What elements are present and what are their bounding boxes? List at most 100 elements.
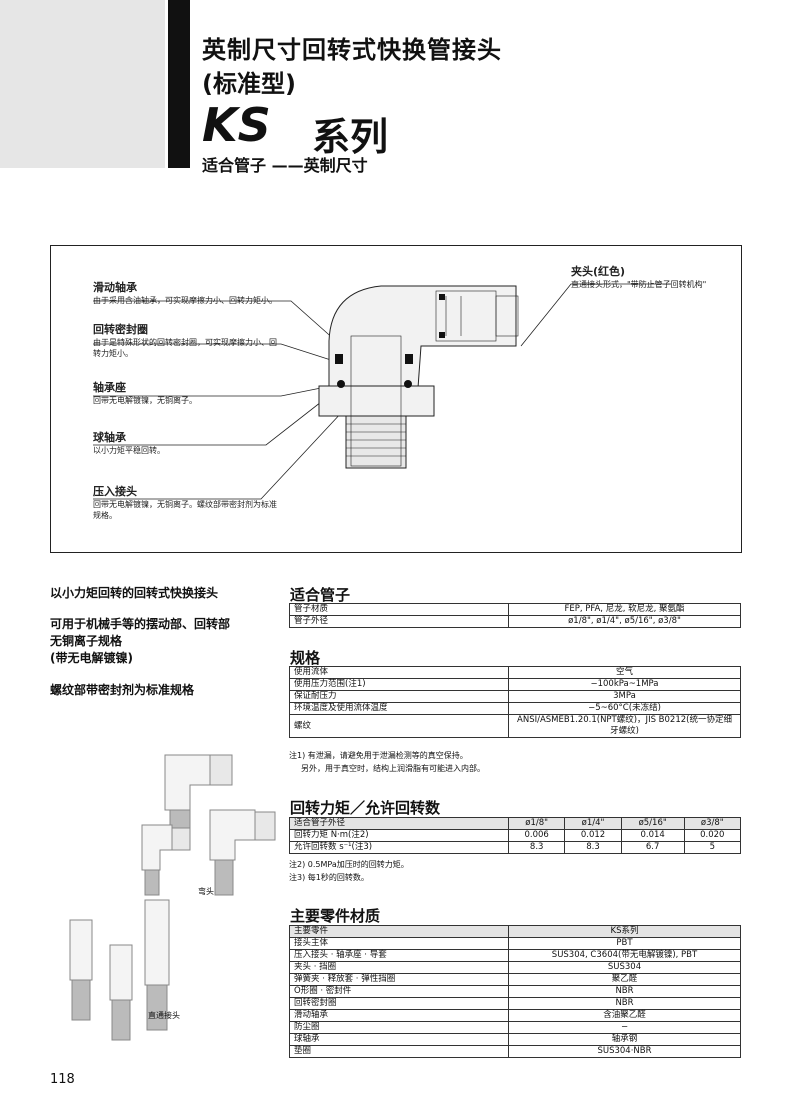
series-word: 系列 xyxy=(312,115,389,159)
torque-title: 回转力矩／允许回转数 xyxy=(290,799,441,817)
header-gray-block xyxy=(0,0,165,168)
material-value: SUS304·NBR xyxy=(508,1045,741,1058)
torque-value: 0.020 xyxy=(683,829,742,842)
series-code: KS xyxy=(202,98,271,152)
specs-note-1: 注1) 有泄漏，请避免用于泄漏检测等的真空保持。 xyxy=(289,751,468,760)
materials-header-cell: KS系列 xyxy=(508,925,741,938)
page-subtitle: 适合管子 ——英制尺寸 xyxy=(202,156,368,175)
feature-5: 螺纹部带密封剂为标准规格 xyxy=(50,683,195,697)
callout-bearing-seat: 轴承座 回带无电解镀镍，无铜离子。 xyxy=(93,381,197,405)
tube-label-material: 管子材质 xyxy=(289,603,509,616)
tube-table: 管子材质 FEP, PFA, 尼龙, 软尼龙, 聚氨酯 管子外径 ø1/8", … xyxy=(289,603,741,628)
material-value: NBR xyxy=(508,997,741,1010)
specs-note-2: 另外，用于真空时，结构上润滑脂有可能进入内部。 xyxy=(301,764,485,773)
torque-value: 0.014 xyxy=(620,829,685,842)
material-value: SUS304, C3604(带无电解镀镍), PBT xyxy=(508,949,741,962)
specs-title: 规格 xyxy=(290,649,321,667)
table-row: 球轴承轴承钢 xyxy=(289,1033,741,1046)
callout-sliding-bearing: 滑动轴承 由于采用含油轴承，可实现摩擦力小、回转力矩小。 xyxy=(93,281,277,305)
spec-label: 螺纹 xyxy=(289,714,509,738)
table-row: 弹簧夹 · 释放套 · 弹性挡圈聚乙醛 xyxy=(289,973,741,986)
callout-press-fit: 压入接头 回带无电解镀镍，无铜离子。螺纹部带密封剂为标准规格。 xyxy=(93,485,277,520)
torque-header-cell: ø5/16" xyxy=(620,817,685,830)
feature-2: 可用于机械手等的摆动部、回转部 xyxy=(50,617,231,631)
torque-header-cell: ø1/8" xyxy=(507,817,566,830)
tube-label-od: 管子外径 xyxy=(289,615,509,628)
spec-value: −5~60°C(未冻结) xyxy=(508,702,741,715)
torque-header-cell: ø3/8" xyxy=(683,817,742,830)
spec-value: ANSI/ASMEB1.20.1(NPT螺纹)，JIS B0212(统一协定细牙… xyxy=(508,714,741,738)
material-part: 接头主体 xyxy=(289,937,509,950)
table-row: 使用压力范围(注1)−100kPa~1MPa xyxy=(289,678,741,691)
table-row: 滑动轴承含油聚乙醛 xyxy=(289,1009,741,1022)
spec-value: 3MPa xyxy=(508,690,741,703)
torque-value: 6.7 xyxy=(620,841,685,854)
torque-value: 0.006 xyxy=(507,829,566,842)
table-row: 允许回转数 s⁻¹(注3) 8.3 8.3 6.7 5 xyxy=(289,841,742,854)
table-row: 防尘圈− xyxy=(289,1021,741,1034)
callout-rotary-seal: 回转密封圈 由于是特殊形状的回转密封圈，可实现摩擦力小、回转力矩小。 xyxy=(93,323,277,358)
spec-label: 环境温度及使用流体温度 xyxy=(289,702,509,715)
table-row: 使用流体空气 xyxy=(289,666,741,679)
tube-title: 适合管子 xyxy=(290,586,351,604)
feature-3: 无铜离子规格 xyxy=(50,634,123,648)
elbow-caption: 弯头 xyxy=(198,887,214,896)
tube-value-material: FEP, PFA, 尼龙, 软尼龙, 聚氨酯 xyxy=(508,603,741,616)
page-title-sub: (标准型) xyxy=(202,70,296,98)
material-part: 弹簧夹 · 释放套 · 弹性挡圈 xyxy=(289,973,509,986)
materials-header-cell: 主要零件 xyxy=(289,925,509,938)
table-header-row: 适合管子外径 ø1/8" ø1/4" ø5/16" ø3/8" xyxy=(289,817,742,830)
spec-value: 空气 xyxy=(508,666,741,679)
torque-table: 适合管子外径 ø1/8" ø1/4" ø5/16" ø3/8" 回转力矩 N·m… xyxy=(289,817,742,854)
material-part: 球轴承 xyxy=(289,1033,509,1046)
torque-label: 允许回转数 s⁻¹(注3) xyxy=(289,841,509,854)
torque-value: 0.012 xyxy=(564,829,622,842)
table-row: 管子材质 FEP, PFA, 尼龙, 软尼龙, 聚氨酯 xyxy=(289,603,741,616)
torque-value: 5 xyxy=(683,841,742,854)
table-row: 管子外径 ø1/8", ø1/4", ø5/16", ø3/8" xyxy=(289,615,741,628)
table-row: 环境温度及使用流体温度−5~60°C(未冻结) xyxy=(289,702,741,715)
torque-value: 8.3 xyxy=(507,841,566,854)
fitting-section-drawing xyxy=(93,283,671,500)
torque-label: 回转力矩 N·m(注2) xyxy=(289,829,509,842)
materials-title: 主要零件材质 xyxy=(290,907,381,925)
torque-value: 8.3 xyxy=(564,841,622,854)
torque-header-cell: ø1/4" xyxy=(564,817,622,830)
material-part: 夹头 · 挡圈 xyxy=(289,961,509,974)
table-row: 回转力矩 N·m(注2) 0.006 0.012 0.014 0.020 xyxy=(289,829,742,842)
material-value: NBR xyxy=(508,985,741,998)
material-value: 聚乙醛 xyxy=(508,973,741,986)
material-value: − xyxy=(508,1021,741,1034)
cross-section-diagram: 滑动轴承 由于采用含油轴承，可实现摩擦力小、回转力矩小。 回转密封圈 由于是特殊… xyxy=(50,245,742,553)
feature-1: 以小力矩回转的回转式快换接头 xyxy=(50,586,219,600)
material-part: 回转密封圈 xyxy=(289,997,509,1010)
callout-chuck: 夹头(红色) 直通接头形式，"带防止管子回转机构" xyxy=(571,265,707,289)
material-value: 轴承钢 xyxy=(508,1033,741,1046)
callout-ball-bearing: 球轴承 以小力矩平稳回转。 xyxy=(93,431,165,455)
material-part: 滑动轴承 xyxy=(289,1009,509,1022)
torque-header-cell: 适合管子外径 xyxy=(289,817,509,830)
spec-value: −100kPa~1MPa xyxy=(508,678,741,691)
straight-caption: 直通接头 xyxy=(148,1011,180,1020)
torque-note-2: 注3) 每1秒的回转数。 xyxy=(289,873,369,882)
spec-label: 保证耐压力 xyxy=(289,690,509,703)
material-value: 含油聚乙醛 xyxy=(508,1009,741,1022)
material-part: 压入接头 · 轴承座 · 导套 xyxy=(289,949,509,962)
material-part: 垫圈 xyxy=(289,1045,509,1058)
material-part: 防尘圈 xyxy=(289,1021,509,1034)
table-header-row: 主要零件 KS系列 xyxy=(289,925,741,938)
torque-note-1: 注2) 0.5MPa加压时的回转力矩。 xyxy=(289,860,409,869)
spec-label: 使用流体 xyxy=(289,666,509,679)
tube-value-od: ø1/8", ø1/4", ø5/16", ø3/8" xyxy=(508,615,741,628)
material-value: SUS304 xyxy=(508,961,741,974)
